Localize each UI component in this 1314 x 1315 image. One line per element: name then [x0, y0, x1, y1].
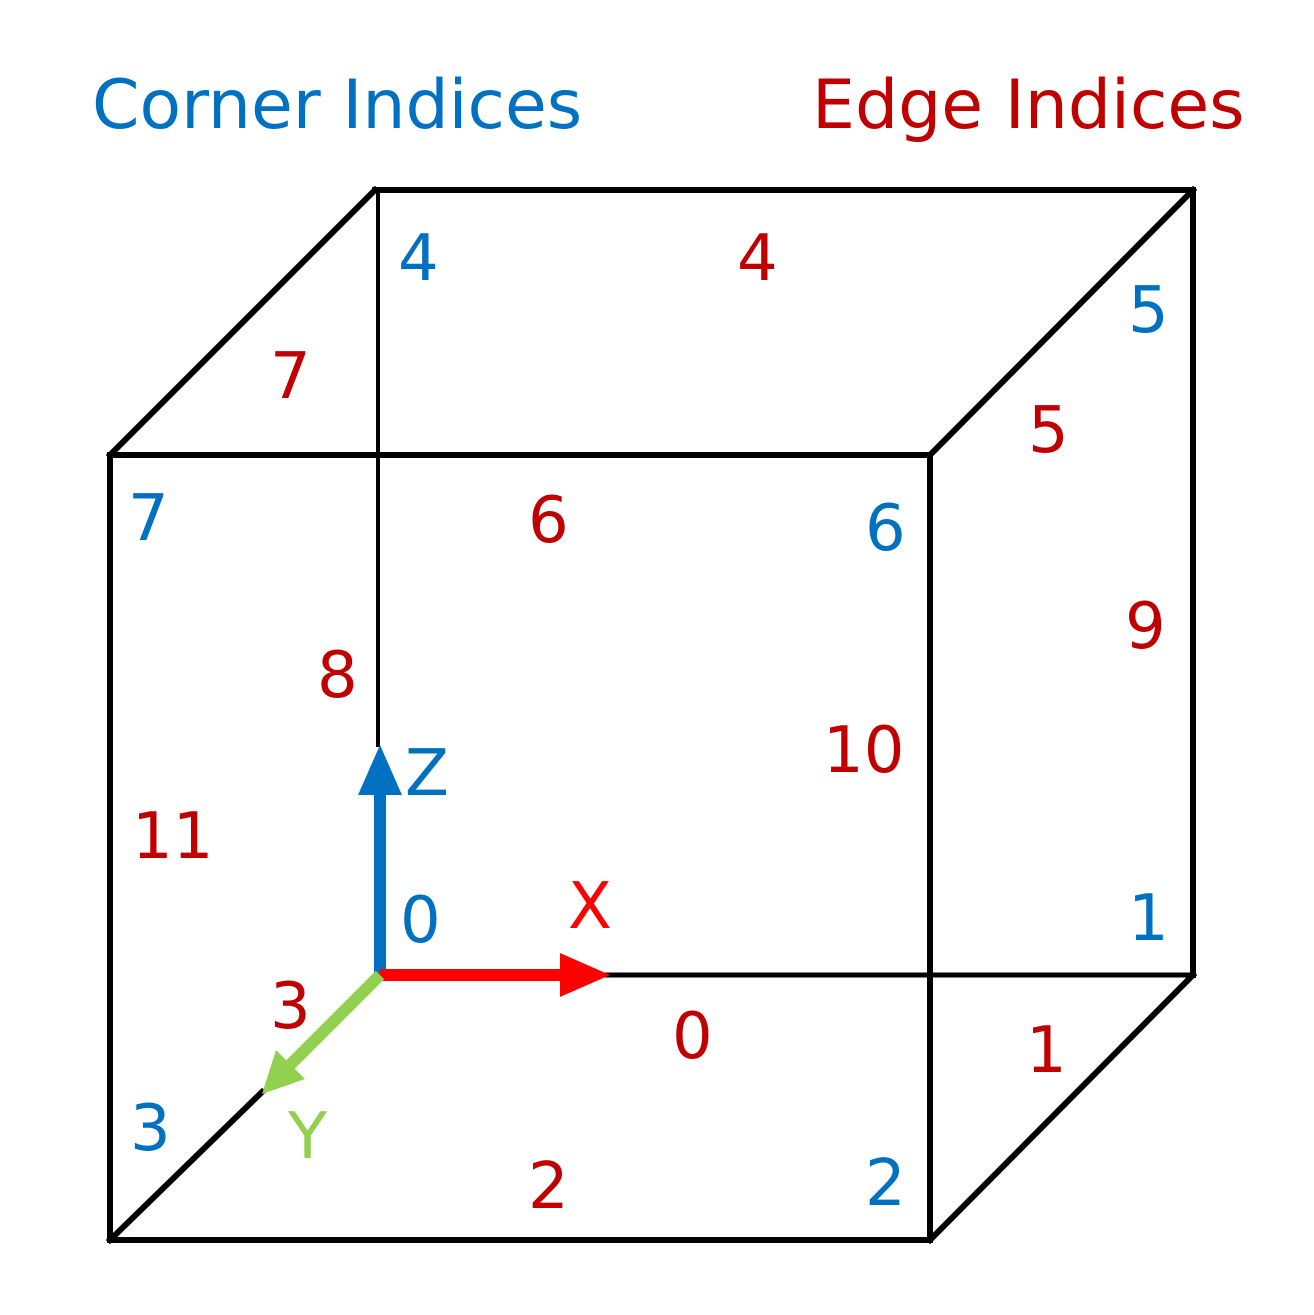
corner-label-7: 7	[128, 482, 169, 556]
edge-label-7: 7	[270, 340, 311, 414]
axes	[262, 745, 610, 1094]
edge-label-2: 2	[528, 1150, 569, 1224]
cube-edge-bottom-left-diag	[105, 1087, 267, 1245]
y-axis-label: Y	[287, 1100, 328, 1174]
y-axis-line	[285, 970, 385, 1070]
y-axis-arrowhead	[262, 1050, 305, 1094]
edge-label-3: 3	[270, 970, 311, 1044]
corner-label-4: 4	[398, 222, 439, 296]
corner-label-2: 2	[865, 1147, 906, 1221]
cube-edge-top-left-diag	[105, 185, 380, 460]
edge-label-6: 6	[528, 484, 569, 558]
edge-label-0: 0	[672, 1000, 713, 1074]
edge-label-8: 8	[317, 639, 358, 713]
edge-label-9: 9	[1125, 590, 1166, 664]
corner-labels: 0 1 2 3 4 5 6 7	[128, 222, 1169, 1221]
edge-labels: 0 1 2 3 4 5 6 7 8 9 10 11	[132, 222, 1166, 1224]
corner-label-6: 6	[865, 492, 906, 566]
x-axis-label: X	[568, 870, 612, 944]
x-axis-arrowhead	[560, 953, 610, 997]
edge-label-4: 4	[737, 222, 778, 296]
edge-label-10: 10	[823, 714, 904, 788]
corner-label-0: 0	[400, 884, 441, 958]
z-axis-label: Z	[405, 737, 449, 811]
edge-label-5: 5	[1028, 394, 1069, 468]
edge-indices-title: Edge Indices	[812, 66, 1245, 145]
corner-label-1: 1	[1128, 882, 1169, 956]
cube-front-face	[107, 452, 933, 1243]
corner-label-5: 5	[1128, 274, 1169, 348]
edge-label-11: 11	[132, 800, 213, 874]
cube-edge-top-right-diag	[925, 185, 1198, 460]
z-axis-arrowhead	[358, 745, 402, 795]
edge-label-1: 1	[1026, 1014, 1067, 1088]
cube-edge-bottom-right-diag	[925, 970, 1198, 1245]
corner-indices-title: Corner Indices	[92, 66, 582, 145]
corner-label-3: 3	[130, 1092, 171, 1166]
